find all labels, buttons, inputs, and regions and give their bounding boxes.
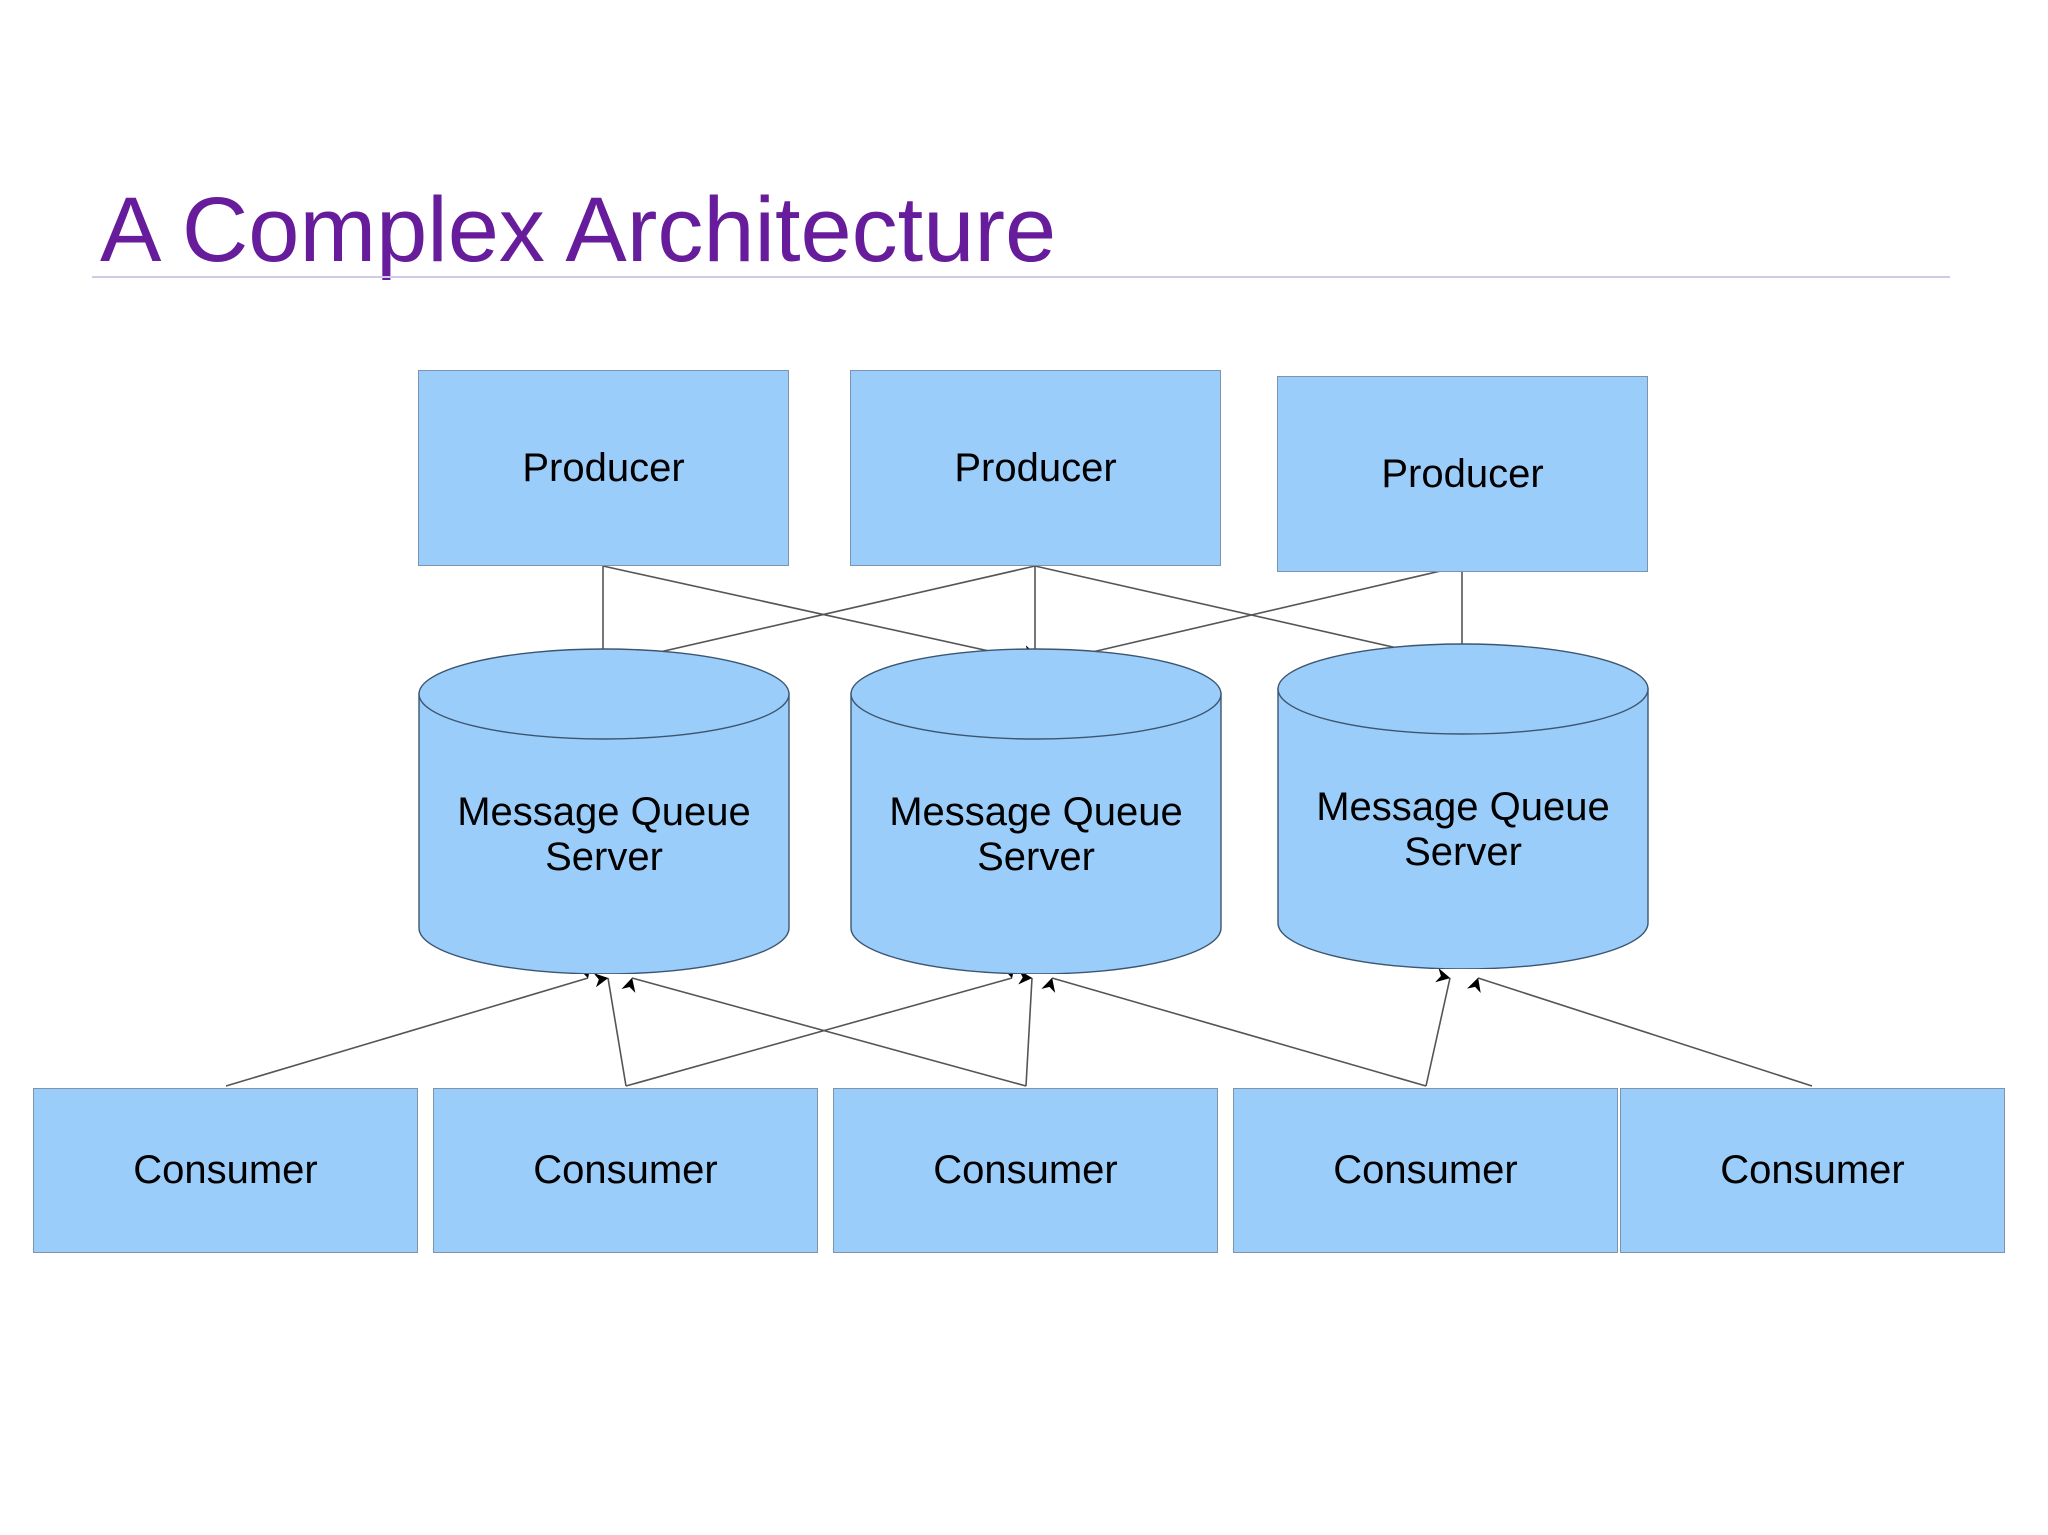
consumer-label: Consumer xyxy=(933,1148,1118,1192)
consumer-label: Consumer xyxy=(1333,1148,1518,1192)
cylinder-shape xyxy=(850,648,1222,974)
cylinder-shape xyxy=(418,648,790,974)
consumer-queue-connectors xyxy=(225,963,1813,1087)
message-queue-server-node-1[interactable]: Message Queue Server xyxy=(418,648,790,974)
message-queue-server-node-3[interactable]: Message Queue Server xyxy=(1277,643,1649,969)
title-divider xyxy=(92,276,1950,278)
link-producer2-queue1 xyxy=(620,565,1036,675)
cylinder-shape xyxy=(1277,643,1649,969)
consumer-label: Consumer xyxy=(533,1148,718,1192)
consumer-node-3[interactable]: Consumer xyxy=(833,1088,1218,1253)
link-consumer2-queue2 xyxy=(625,963,1016,1087)
consumer-node-5[interactable]: Consumer xyxy=(1620,1088,2005,1253)
consumer-label: Consumer xyxy=(133,1148,318,1192)
link-consumer1-queue1 xyxy=(225,963,592,1087)
consumer-label: Consumer xyxy=(1720,1148,1905,1192)
link-consumer5-queue3 xyxy=(1467,977,1813,1087)
consumer-node-1[interactable]: Consumer xyxy=(33,1088,418,1253)
consumer-node-4[interactable]: Consumer xyxy=(1233,1088,1618,1253)
consumer-node-2[interactable]: Consumer xyxy=(433,1088,818,1253)
message-queue-server-label: Message Queue Server xyxy=(889,790,1183,879)
link-consumer4-queue3 xyxy=(1425,968,1451,1087)
link-consumer2-queue1 xyxy=(593,973,627,1087)
producer-node-3[interactable]: Producer xyxy=(1277,376,1648,572)
producer-label: Producer xyxy=(954,445,1117,490)
message-queue-server-label: Message Queue Server xyxy=(1316,785,1610,874)
link-consumer3-queue2 xyxy=(1018,970,1033,1087)
message-queue-server-node-2[interactable]: Message Queue Server xyxy=(850,648,1222,974)
producer-label: Producer xyxy=(522,445,685,490)
message-queue-server-label: Message Queue Server xyxy=(457,790,751,879)
link-producer1-queue2 xyxy=(602,565,1040,661)
link-consumer3-queue1 xyxy=(621,977,1027,1087)
link-consumer4-queue2 xyxy=(1041,977,1427,1087)
producer-node-1[interactable]: Producer xyxy=(418,370,789,566)
producer-node-2[interactable]: Producer xyxy=(850,370,1221,566)
page-title: A Complex Architecture xyxy=(100,178,1057,281)
producer-label: Producer xyxy=(1381,451,1544,496)
